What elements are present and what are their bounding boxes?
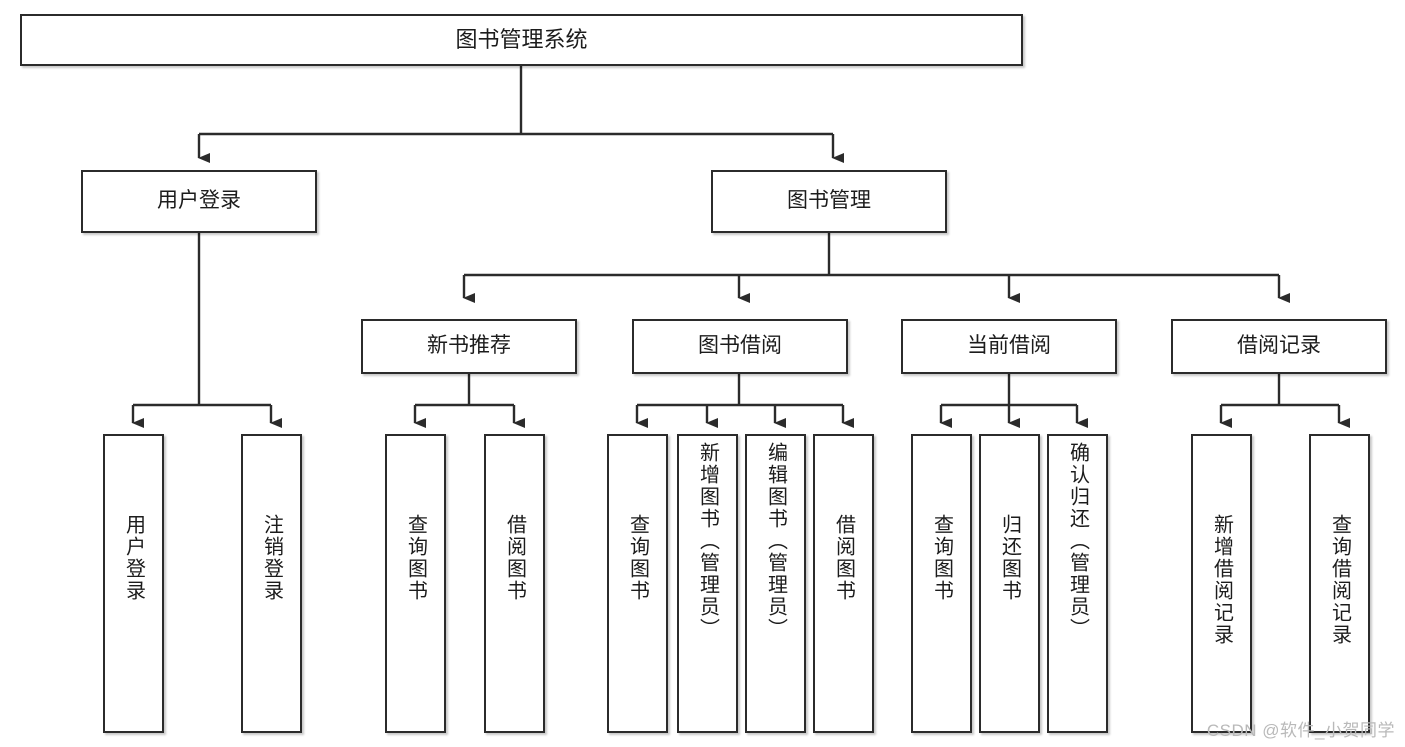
leaf-borrow-add-book-admin[interactable]: 新增图书（管理员）	[677, 434, 738, 733]
node-label: 新增借阅记录	[1210, 514, 1233, 646]
leaf-user-login[interactable]: 用户登录	[103, 434, 164, 733]
node-label: 归还图书	[998, 514, 1021, 602]
node-label: 借阅记录	[1237, 334, 1321, 358]
node-book-management[interactable]: 图书管理	[711, 170, 947, 233]
node-label: 新书推荐	[427, 334, 511, 358]
node-label: 注销登录	[260, 514, 283, 602]
node-label: 用户登录	[122, 514, 145, 602]
node-new-book-recommend[interactable]: 新书推荐	[361, 319, 577, 374]
node-current-borrow[interactable]: 当前借阅	[901, 319, 1117, 374]
leaf-new-book-query-book[interactable]: 查询图书	[385, 434, 446, 733]
leaf-new-book-borrow-book[interactable]: 借阅图书	[484, 434, 545, 733]
leaf-current-confirm-return-admin[interactable]: 确认归还（管理员）	[1047, 434, 1108, 733]
node-label: 图书管理系统	[455, 27, 588, 53]
node-label: 查询图书	[930, 514, 953, 602]
node-label: 当前借阅	[967, 334, 1051, 358]
node-label: 查询图书	[626, 514, 649, 602]
leaf-borrow-query-book[interactable]: 查询图书	[607, 434, 668, 733]
node-label: 借阅图书	[503, 514, 526, 602]
leaf-current-query-book[interactable]: 查询图书	[911, 434, 972, 733]
node-label: 用户登录	[157, 189, 241, 213]
node-root-book-management-system[interactable]: 图书管理系统	[20, 14, 1023, 66]
leaf-current-return-book[interactable]: 归还图书	[979, 434, 1040, 733]
node-label: 确认归还（管理员）	[1066, 442, 1089, 640]
node-book-borrow[interactable]: 图书借阅	[632, 319, 848, 374]
leaf-borrow-borrow-book[interactable]: 借阅图书	[813, 434, 874, 733]
node-label: 查询图书	[404, 514, 427, 602]
node-label: 图书借阅	[698, 334, 782, 358]
node-label: 借阅图书	[832, 514, 855, 602]
leaf-record-add-borrow-record[interactable]: 新增借阅记录	[1191, 434, 1252, 733]
node-label: 查询借阅记录	[1328, 514, 1351, 646]
leaf-logout[interactable]: 注销登录	[241, 434, 302, 733]
leaf-record-query-borrow-record[interactable]: 查询借阅记录	[1309, 434, 1370, 733]
csdn-watermark: CSDN @软件_小贺同学	[1206, 721, 1395, 740]
node-user-login[interactable]: 用户登录	[81, 170, 317, 233]
node-label: 编辑图书（管理员）	[764, 442, 787, 640]
node-label: 图书管理	[787, 189, 871, 213]
node-label: 新增图书（管理员）	[696, 442, 719, 640]
leaf-borrow-edit-book-admin[interactable]: 编辑图书（管理员）	[745, 434, 806, 733]
node-borrow-record[interactable]: 借阅记录	[1171, 319, 1387, 374]
